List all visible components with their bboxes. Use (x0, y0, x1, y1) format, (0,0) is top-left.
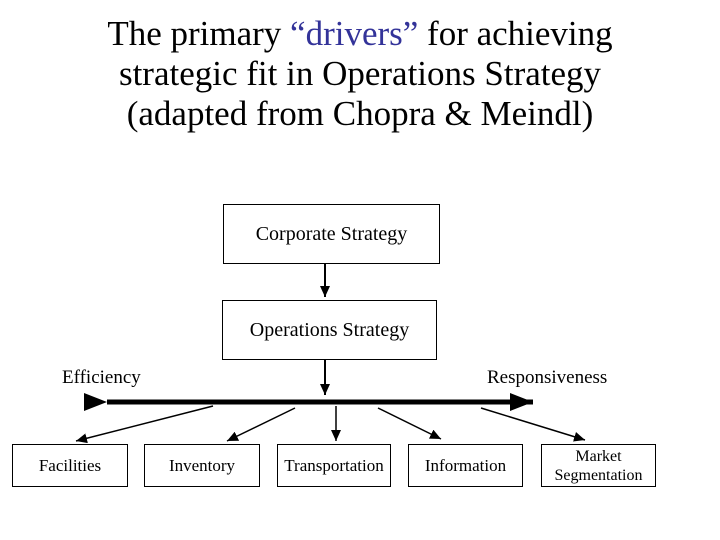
corporate-strategy-box: Corporate Strategy (223, 204, 440, 264)
title-line1-highlight: “drivers” (290, 14, 419, 53)
title-line1-post: for achieving (418, 14, 613, 53)
arrow-to-inventory (226, 407, 296, 442)
arrow-to-market-segmentation (480, 407, 586, 442)
efficiency-label: Efficiency (62, 367, 141, 388)
driver-box-inventory: Inventory (144, 444, 260, 487)
title-line1-pre: The primary (107, 14, 291, 53)
title-line-3: (adapted from Chopra & Meindl) (126, 94, 594, 133)
title-line-2: strategic fit in Operations Strategy (118, 54, 602, 93)
arrow-to-information (377, 407, 442, 440)
operations-strategy-box: Operations Strategy (222, 300, 437, 360)
arrow-to-facilities (75, 405, 214, 444)
driver-box-transportation: Transportation (277, 444, 391, 487)
slide-title: The primary “drivers” for achieving stra… (0, 14, 720, 134)
title-line-1: The primary “drivers” for achieving (0, 14, 720, 54)
responsiveness-label: Responsiveness (487, 367, 608, 388)
driver-box-facilities: Facilities (12, 444, 128, 487)
driver-box-information: Information (408, 444, 523, 487)
driver-box-market-segmentation: Market Segmentation (541, 444, 656, 487)
